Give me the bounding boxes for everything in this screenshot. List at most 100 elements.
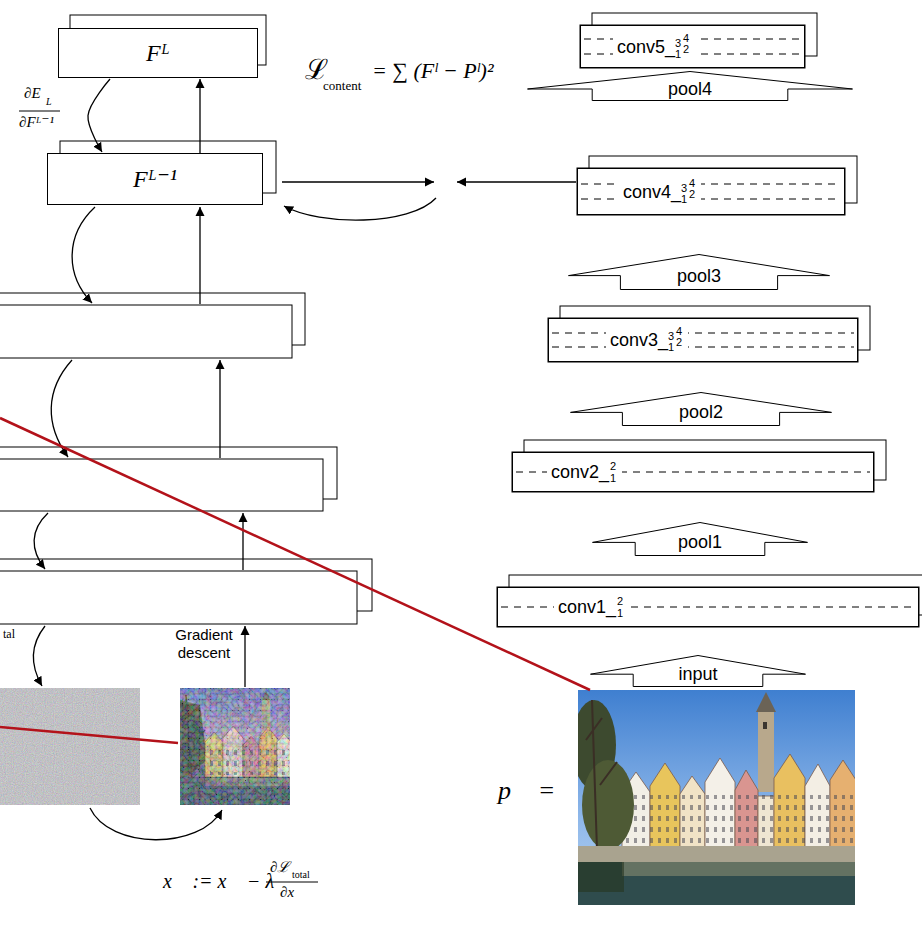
content-photo bbox=[578, 690, 855, 905]
layer-index: 2 bbox=[689, 189, 695, 200]
conv-layer-stack bbox=[548, 318, 858, 362]
conv-layer-box: conv2_21 bbox=[512, 452, 874, 492]
connector-arrow bbox=[199, 79, 200, 153]
conv-layer-box: conv3_4321 bbox=[548, 318, 858, 362]
feature-map-stack bbox=[0, 15, 372, 624]
noise-image bbox=[0, 688, 140, 805]
content-photo bbox=[578, 862, 624, 892]
content-photo bbox=[756, 692, 776, 712]
index-stack: 21 bbox=[609, 461, 618, 483]
label-patch: conv1_21 bbox=[554, 594, 629, 620]
leader-line bbox=[0, 418, 590, 690]
feature-map-box: Fᴸ⁻¹ bbox=[47, 153, 263, 205]
backprop-arrow bbox=[34, 513, 48, 569]
layer-name: conv3_ bbox=[610, 329, 668, 351]
conv-layer-stack bbox=[497, 13, 922, 627]
conv-layer-box: conv4_4321 bbox=[577, 168, 845, 215]
index-stack: 4321 bbox=[675, 36, 691, 58]
label-patch: conv2_21 bbox=[547, 459, 622, 485]
layer-index: 4 bbox=[689, 178, 695, 189]
pooling-arrow: pool3 bbox=[568, 254, 830, 290]
feature-map-stack bbox=[0, 305, 292, 358]
gradient-denominator: ∂Fᴸ⁻¹ bbox=[19, 115, 54, 130]
arrow-outline bbox=[571, 393, 832, 426]
leader-line bbox=[0, 418, 590, 743]
generated-image bbox=[180, 688, 290, 805]
feature-map-stack bbox=[0, 459, 323, 511]
subscript: L bbox=[46, 97, 52, 107]
noise-image bbox=[0, 688, 140, 805]
index-stack: 4321 bbox=[668, 329, 684, 351]
conv-layer-stack bbox=[552, 347, 854, 348]
content-photo bbox=[622, 795, 855, 845]
forward-arrow bbox=[200, 207, 245, 687]
layer-index: 2 bbox=[617, 596, 623, 607]
layer-index: 1 bbox=[617, 608, 623, 619]
conv-layer-box: conv1_21 bbox=[497, 587, 919, 627]
layer-name: conv2_ bbox=[551, 461, 609, 483]
layer-name: pool2 bbox=[679, 402, 723, 422]
layer-name: pool4 bbox=[668, 79, 712, 99]
pooling-arrow: pool1 bbox=[592, 522, 808, 556]
layer-name: pool1 bbox=[678, 532, 722, 552]
arrow-outline bbox=[593, 523, 808, 556]
layer-name: conv1_ bbox=[558, 596, 616, 618]
conv-layer-stack bbox=[580, 25, 805, 68]
loss-arrow bbox=[457, 181, 576, 182]
conv-layer-box: conv5_4321 bbox=[580, 25, 805, 68]
backprop-arrow bbox=[33, 626, 45, 686]
forward-arrow bbox=[242, 513, 243, 570]
loss-formula: = ∑ (Fˡ − Pˡ)² bbox=[372, 60, 494, 82]
arrow-outline bbox=[591, 656, 806, 687]
layer-index: 2 bbox=[683, 44, 689, 55]
conv-layer-stack bbox=[552, 333, 854, 334]
layer-index: 1 bbox=[681, 194, 687, 205]
layer-index: 3 bbox=[668, 331, 674, 342]
gradient-numerator: ∂ℒ bbox=[270, 860, 289, 875]
feature-map-stack bbox=[0, 571, 357, 624]
forward-arrow bbox=[219, 360, 220, 458]
label-patch: conv5_4321 bbox=[613, 34, 695, 60]
conv-layer-stack bbox=[497, 587, 919, 627]
backprop-arrow bbox=[90, 808, 222, 840]
content-photo bbox=[578, 862, 855, 905]
forward-arrow bbox=[244, 626, 245, 687]
layer-index: 1 bbox=[668, 342, 674, 353]
gradient-denominator: ∂x⃗ bbox=[280, 885, 306, 900]
layer-index: 1 bbox=[675, 49, 681, 60]
content-photo bbox=[578, 690, 855, 905]
arrow-outline bbox=[569, 255, 830, 290]
arrow-outline bbox=[528, 72, 853, 101]
content-photo bbox=[758, 712, 774, 792]
index-stack: 4321 bbox=[681, 181, 697, 203]
layer-index: 2 bbox=[676, 337, 682, 348]
backprop-arrow bbox=[72, 207, 95, 303]
content-photo bbox=[763, 722, 767, 729]
input-arrow: input bbox=[590, 655, 806, 687]
step-caption: Gradient descent bbox=[168, 626, 240, 662]
feature-map-label: Fᴸ bbox=[146, 39, 170, 67]
conv-layer-stack bbox=[512, 452, 874, 492]
loss-arrow bbox=[282, 181, 434, 182]
subscript: total bbox=[292, 870, 310, 880]
leader-line bbox=[0, 727, 178, 743]
update-formula: x⃗ := x⃗ − λ bbox=[163, 871, 274, 891]
layer-name: input bbox=[678, 664, 717, 684]
subscript: content bbox=[323, 79, 361, 92]
layer-index: 2 bbox=[610, 461, 616, 472]
layer-name: conv5_ bbox=[617, 36, 675, 58]
content-photo bbox=[578, 846, 855, 862]
index-stack: 21 bbox=[616, 596, 625, 618]
layer-index: 4 bbox=[676, 326, 682, 337]
connector-arrow bbox=[88, 79, 110, 152]
fraction-bar bbox=[19, 111, 60, 112]
gradient-numerator: ∂E bbox=[24, 86, 41, 101]
layer-index: 4 bbox=[683, 33, 689, 44]
pooling-arrow: pool4 bbox=[527, 71, 853, 101]
layer-name: pool3 bbox=[677, 266, 721, 286]
